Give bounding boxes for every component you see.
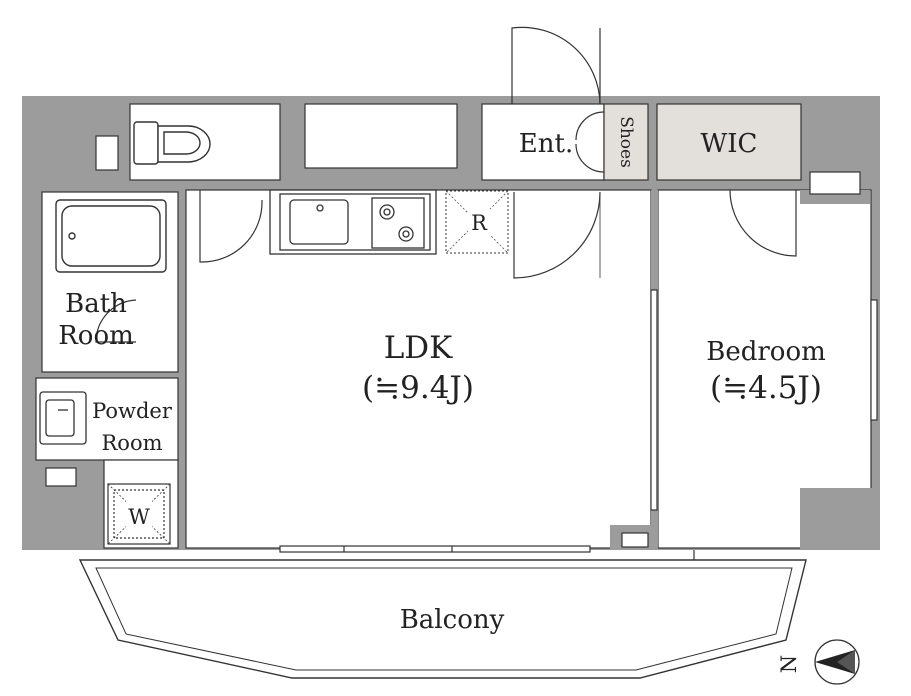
wall-cabinet-left [95,135,119,171]
ldk-name: LDK [384,330,453,366]
toilet-door [199,190,263,263]
front-door [511,26,601,105]
sink-icon [289,199,349,245]
wic-door [729,189,797,257]
powder-label-2: Room [101,431,162,455]
kitchen-counter [304,103,458,169]
partition-slider [650,289,658,511]
ldk-size: (≒9.4J) [362,370,474,406]
powder-label-1: Powder [92,399,173,423]
fridge-space [445,190,509,254]
washer-space [107,483,171,545]
bath-door [95,299,137,343]
bathtub-icon [55,199,167,273]
balcony-outline [78,559,807,679]
entrance-label: Ent. [519,129,573,159]
bedroom-name: Bedroom [706,337,826,367]
balcony-label: Balcony [400,605,505,635]
wall-cabinet-right [809,171,861,195]
wic-label: WIC [701,129,758,159]
wall-cabinet-powder [45,467,77,487]
shoes-closet [603,103,649,181]
wall-cabinet-ldk [621,532,649,548]
entrance-floor [481,103,605,181]
bedroom-pillar [800,488,872,550]
toilet-icon [133,121,211,165]
washer-label: W [128,505,150,529]
ldk-window [279,545,591,553]
wic-closet [656,103,802,181]
windows [279,289,878,553]
bedroom-window [870,299,878,421]
north-arrow-icon: N [777,639,860,685]
shoes-label: Shoes [616,116,636,168]
bedroom-size: (≒4.5J) [710,370,822,406]
fridge-label: R [471,211,488,235]
stove-icon [371,197,425,249]
entrance-door [513,191,601,279]
bath-label-2: Room [58,321,134,351]
washbasin-icon [39,391,87,445]
bath-label-1: Bath [65,289,127,319]
compass-label: N [777,655,801,673]
